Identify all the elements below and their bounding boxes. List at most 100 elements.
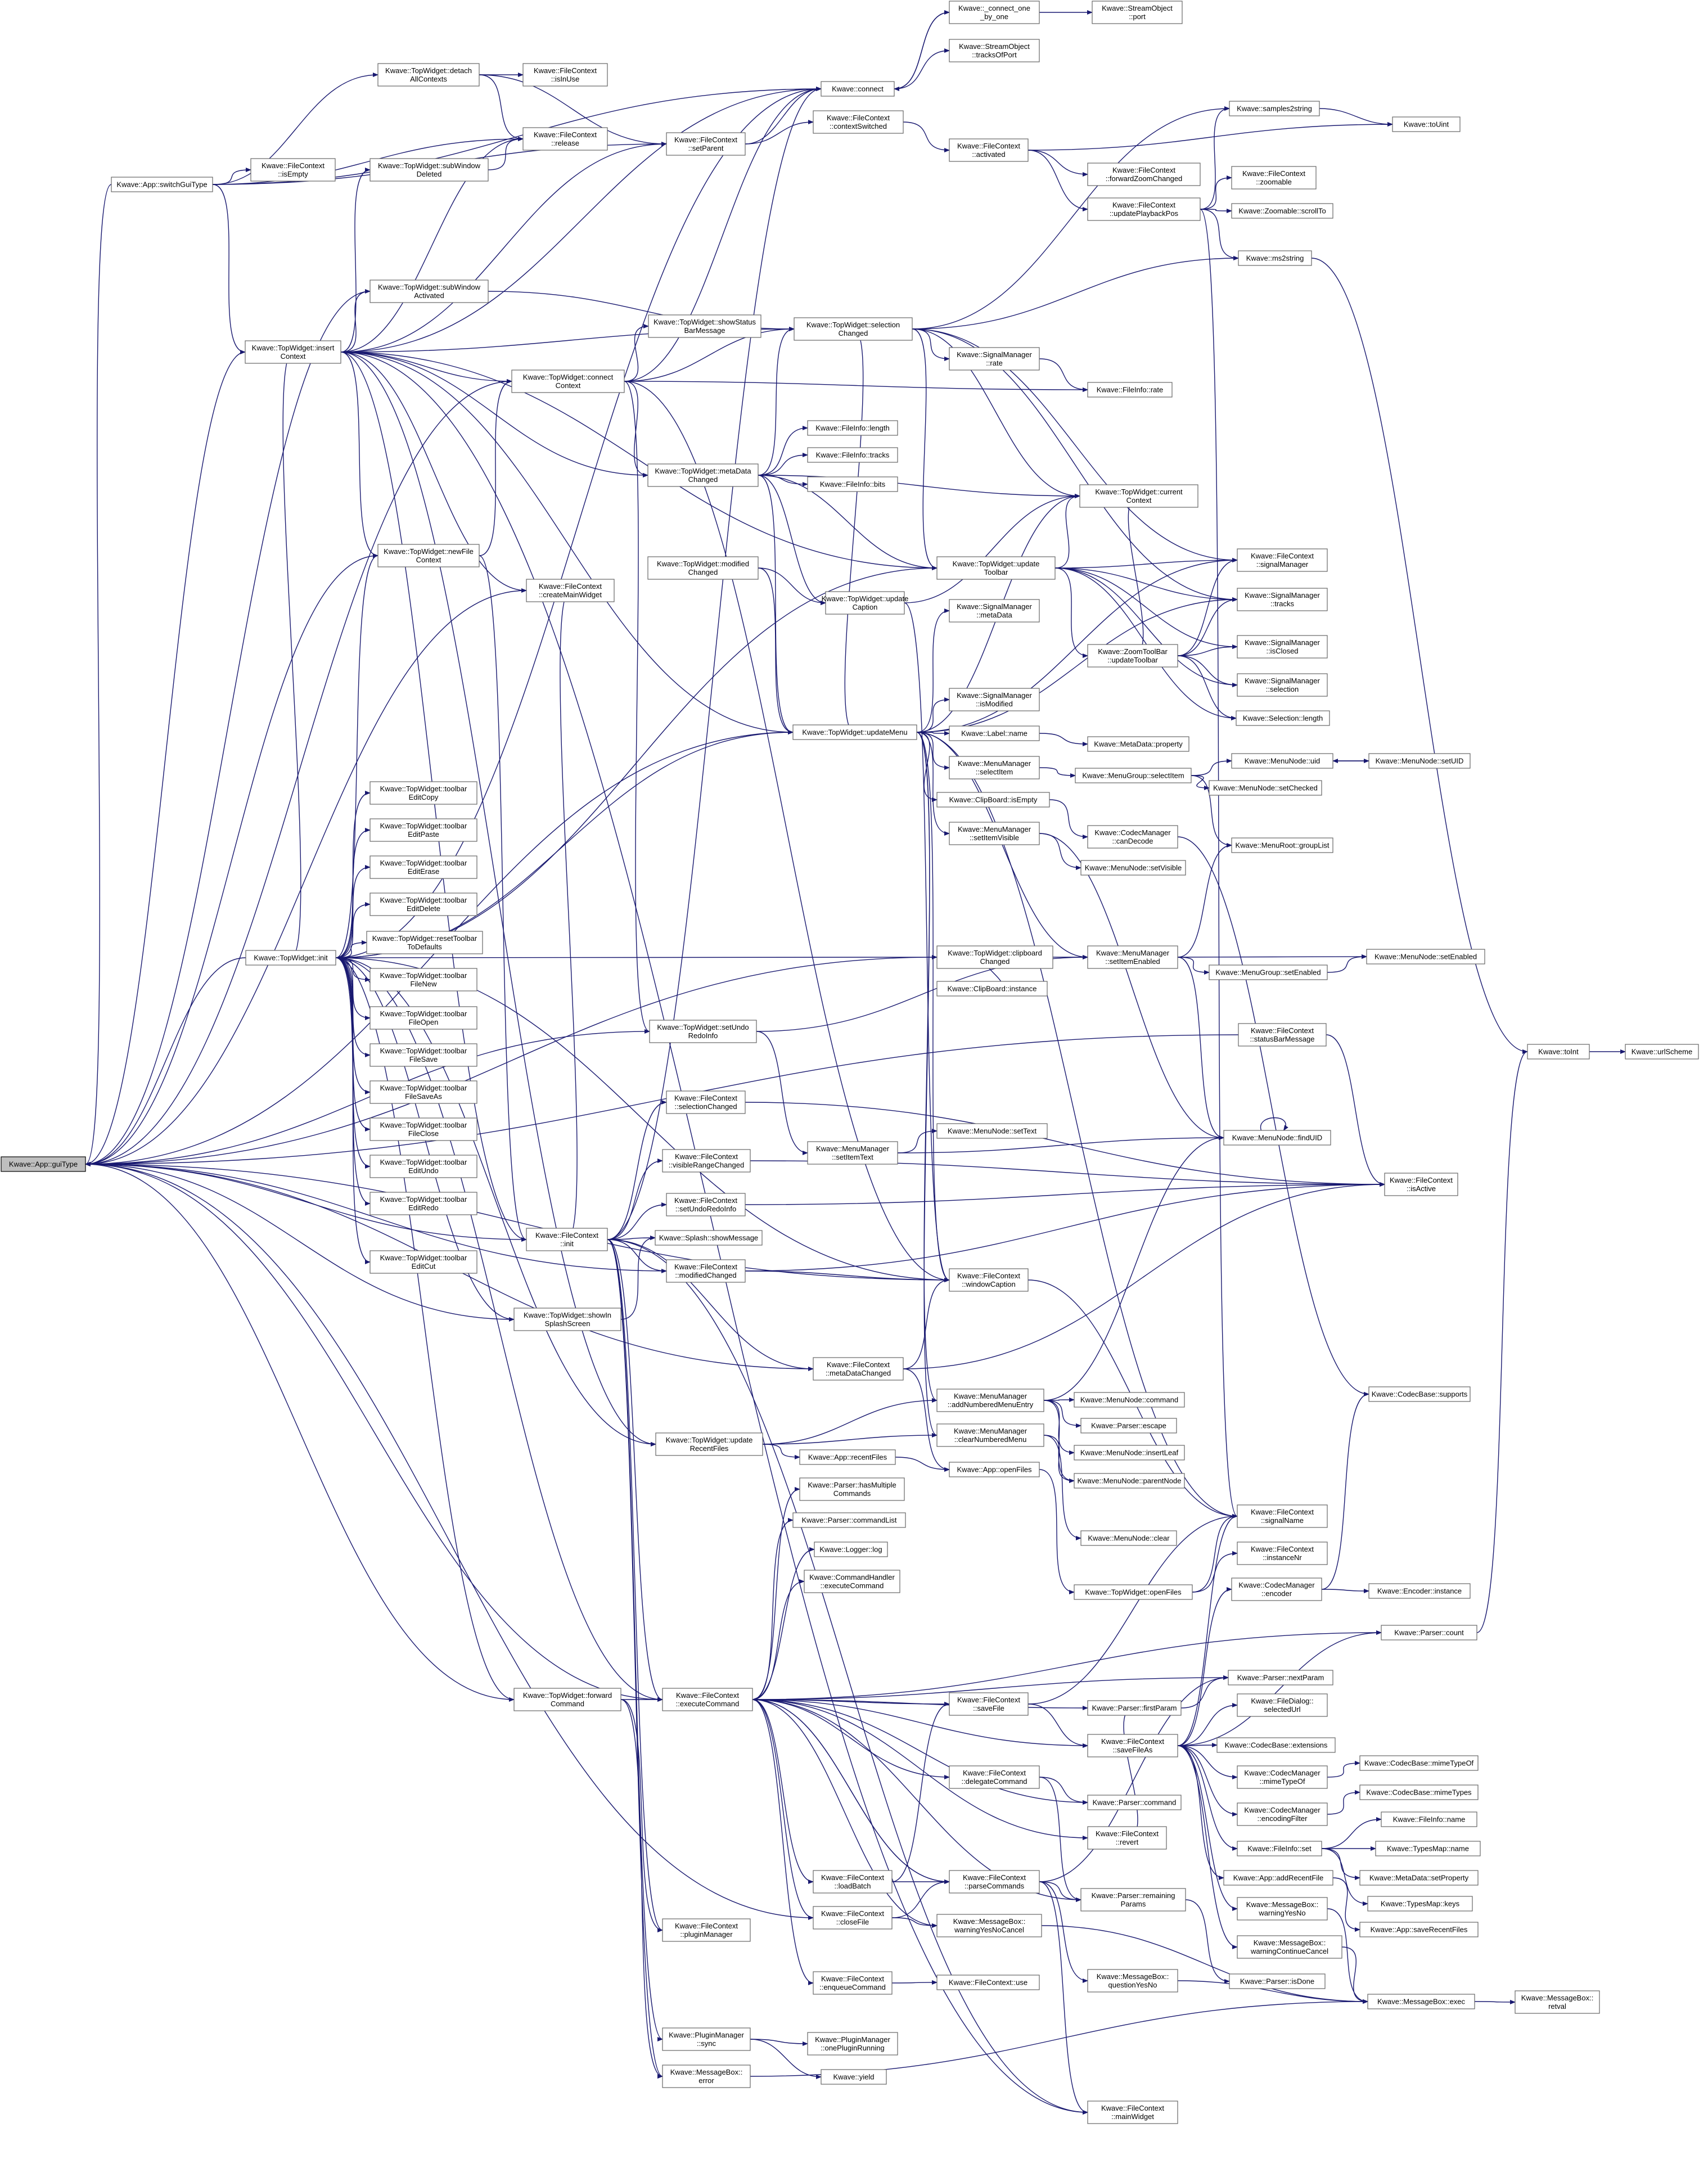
node-mmSetItemEnabled[interactable]: Kwave::MenuManager::setItemEnabled xyxy=(1087,945,1178,969)
node-fcSetUndoRedo[interactable]: Kwave::FileContext::setUndoRedoInfo xyxy=(666,1193,746,1216)
node-mrGroupList[interactable]: Kwave::MenuRoot::groupList xyxy=(1231,837,1333,853)
node-selLength[interactable]: Kwave::Selection::length xyxy=(1236,710,1330,726)
node-mnSetText[interactable]: Kwave::MenuNode::setText xyxy=(936,1123,1048,1139)
node-mbError[interactable]: Kwave::MessageBox::error xyxy=(662,2065,751,2088)
node-fcSignalName[interactable]: Kwave::FileContext::signalName xyxy=(1237,1504,1328,1528)
node-parserFirstParam[interactable]: Kwave::Parser::firstParam xyxy=(1087,1700,1182,1716)
node-smRate[interactable]: Kwave::SignalManager::rate xyxy=(949,347,1040,371)
node-fcUse[interactable]: Kwave::FileContext::use xyxy=(936,1975,1040,1990)
node-smIsModified[interactable]: Kwave::SignalManager::isModified xyxy=(949,688,1040,711)
node-ms2string[interactable]: Kwave::ms2string xyxy=(1238,250,1312,266)
node-mgSelectItem[interactable]: Kwave::MenuGroup::selectItem xyxy=(1075,768,1192,783)
node-zoomUpdateToolbar[interactable]: Kwave::ZoomToolBar::updateToolbar xyxy=(1087,644,1178,668)
node-mnSetVisible[interactable]: Kwave::MenuNode::setVisible xyxy=(1080,860,1186,876)
node-mnClear[interactable]: Kwave::MenuNode::clear xyxy=(1080,1530,1177,1546)
node-toUint[interactable]: Kwave::toUint xyxy=(1392,116,1461,132)
node-metaDataChanged[interactable]: Kwave::TopWidget::metaDataChanged xyxy=(647,463,759,487)
node-parserIsDone[interactable]: Kwave::Parser::isDone xyxy=(1229,1973,1326,1989)
node-yield[interactable]: Kwave::yield xyxy=(821,2069,887,2085)
node-chExecute[interactable]: Kwave::CommandHandler::executeCommand xyxy=(804,1570,900,1593)
node-parserCount[interactable]: Kwave::Parser::count xyxy=(1381,1625,1477,1640)
node-mmSelectItem[interactable]: Kwave::MenuManager::selectItem xyxy=(949,756,1040,779)
node-fcStatusBarMsg[interactable]: Kwave::FileContext::statusBarMessage xyxy=(1238,1023,1327,1047)
node-zoomScrollTo[interactable]: Kwave::Zoomable::scrollTo xyxy=(1231,203,1333,219)
node-parserCommandList[interactable]: Kwave::Parser::commandList xyxy=(792,1512,906,1528)
node-mmSetItemText[interactable]: Kwave::MenuManager::setItemText xyxy=(807,1141,898,1165)
node-mnCommand[interactable]: Kwave::MenuNode::command xyxy=(1074,1392,1185,1408)
node-fcRelease[interactable]: Kwave::FileContext::release xyxy=(522,127,608,151)
node-tmName[interactable]: Kwave::TypesMap::name xyxy=(1375,1841,1481,1856)
node-toInt[interactable]: Kwave::toInt xyxy=(1527,1044,1590,1060)
node-mnSetUID[interactable]: Kwave::MenuNode::setUID xyxy=(1368,753,1471,769)
node-fcMetaDataChanged[interactable]: Kwave::FileContext::metaDataChanged xyxy=(813,1357,904,1381)
node-mbQuestionYesNo[interactable]: Kwave::MessageBox::questionYesNo xyxy=(1087,1969,1178,1993)
node-fcForwardZoom[interactable]: Kwave::FileContext::forwardZoomChanged xyxy=(1087,163,1201,186)
node-mgSetEnabled[interactable]: Kwave::MenuGroup::setEnabled xyxy=(1209,964,1328,980)
node-mbExec[interactable]: Kwave::MessageBox::exec xyxy=(1367,1994,1475,2009)
node-mbWarnContCancel[interactable]: Kwave::MessageBox::warningContinueCancel xyxy=(1237,1935,1342,1959)
node-cbMimeTypeOf[interactable]: Kwave::CodecBase::mimeTypeOf xyxy=(1359,1755,1479,1771)
node-mnFindUID[interactable]: Kwave::MenuNode::findUID xyxy=(1223,1130,1331,1146)
node-mmAddNumbered[interactable]: Kwave::MenuManager::addNumberedMenuEntry xyxy=(936,1389,1044,1412)
node-fcWindowCaption[interactable]: Kwave::FileContext::windowCaption xyxy=(949,1268,1029,1292)
node-appSaveRecent[interactable]: Kwave::App::saveRecentFiles xyxy=(1359,1922,1479,1937)
node-fcDelegate[interactable]: Kwave::FileContext::delegateCommand xyxy=(949,1765,1040,1789)
node-appOpenFiles[interactable]: Kwave::App::openFiles xyxy=(949,1462,1040,1477)
node-fcPluginManager[interactable]: Kwave::FileContext::pluginManager xyxy=(662,1918,751,1942)
node-fcIsEmpty[interactable]: Kwave::FileContext::isEmpty xyxy=(250,158,336,182)
node-fcZoomable[interactable]: Kwave::FileContext::zoomable xyxy=(1231,166,1317,190)
node-streamPort[interactable]: Kwave::StreamObject::port xyxy=(1092,1,1183,24)
node-fcSelectionChanged[interactable]: Kwave::FileContext::selectionChanged xyxy=(666,1090,746,1114)
node-fiTracks[interactable]: Kwave::FileInfo::tracks xyxy=(807,447,898,463)
node-parserCommand[interactable]: Kwave::Parser::command xyxy=(1087,1795,1182,1810)
node-twInit[interactable]: Kwave::TopWidget::init xyxy=(245,950,336,966)
node-fcSaveFileAs[interactable]: Kwave::FileContext::saveFileAs xyxy=(1087,1734,1178,1757)
node-fcExecute[interactable]: Kwave::FileContext::executeCommand xyxy=(662,1688,753,1711)
node-fcCloseFile[interactable]: Kwave::FileContext::closeFile xyxy=(813,1906,893,1930)
node-cbInstance[interactable]: Kwave::ClipBoard::instance xyxy=(936,981,1048,997)
node-mbWarnYesNoCancel[interactable]: Kwave::MessageBox::warningYesNoCancel xyxy=(936,1914,1042,1937)
node-encInstance[interactable]: Kwave::Encoder::instance xyxy=(1368,1583,1471,1599)
node-mdSetProperty[interactable]: Kwave::MetaData::setProperty xyxy=(1359,1870,1479,1886)
node-pmSync[interactable]: Kwave::PluginManager::sync xyxy=(662,2027,751,2051)
node-pmOnePlugin[interactable]: Kwave::PluginManager::onePluginRunning xyxy=(807,2032,898,2056)
node-loggerLog[interactable]: Kwave::Logger::log xyxy=(814,1542,888,1557)
node-mnInsertLeaf[interactable]: Kwave::MenuNode::insertLeaf xyxy=(1074,1445,1185,1461)
node-fcIsInUse[interactable]: Kwave::FileContext::isInUse xyxy=(522,63,608,87)
node-fcContextSwitched[interactable]: Kwave::FileContext::contextSwitched xyxy=(813,110,904,134)
node-fcUpdatePlayback[interactable]: Kwave::FileContext::updatePlaybackPos xyxy=(1087,197,1201,221)
node-smIsClosed[interactable]: Kwave::SignalManager::isClosed xyxy=(1237,635,1328,659)
node-connect[interactable]: Kwave::connect xyxy=(821,81,895,97)
node-fcIsActive[interactable]: Kwave::FileContext::isActive xyxy=(1384,1173,1458,1196)
node-mdProperty[interactable]: Kwave::MetaData::property xyxy=(1087,736,1189,752)
node-parserEscape[interactable]: Kwave::Parser::escape xyxy=(1080,1418,1177,1434)
node-mnUid[interactable]: Kwave::MenuNode::uid xyxy=(1231,753,1333,769)
node-parserNextParam[interactable]: Kwave::Parser::nextParam xyxy=(1228,1670,1333,1685)
node-fcSignalManager[interactable]: Kwave::FileContext::signalManager xyxy=(1237,548,1328,572)
node-codecSupports[interactable]: Kwave::CodecBase::supports xyxy=(1368,1386,1471,1402)
node-mmSetItemVisible[interactable]: Kwave::MenuManager::setItemVisible xyxy=(949,822,1040,845)
node-fcMainWidget[interactable]: Kwave::FileContext::mainWidget xyxy=(1087,2101,1178,2124)
node-cmMimeTypeOf[interactable]: Kwave::CodecManager::mimeTypeOf xyxy=(1237,1765,1328,1789)
node-smSelection[interactable]: Kwave::SignalManager::selection xyxy=(1237,673,1328,697)
node-fiName[interactable]: Kwave::FileInfo::name xyxy=(1381,1811,1477,1827)
node-fiBits[interactable]: Kwave::FileInfo::bits xyxy=(807,476,898,492)
node-appAddRecent[interactable]: Kwave::App::addRecentFile xyxy=(1223,1870,1333,1886)
node-cmEncodingFilter[interactable]: Kwave::CodecManager::encodingFilter xyxy=(1237,1802,1328,1826)
node-modifiedChanged[interactable]: Kwave::TopWidget::modifiedChanged xyxy=(647,556,759,580)
